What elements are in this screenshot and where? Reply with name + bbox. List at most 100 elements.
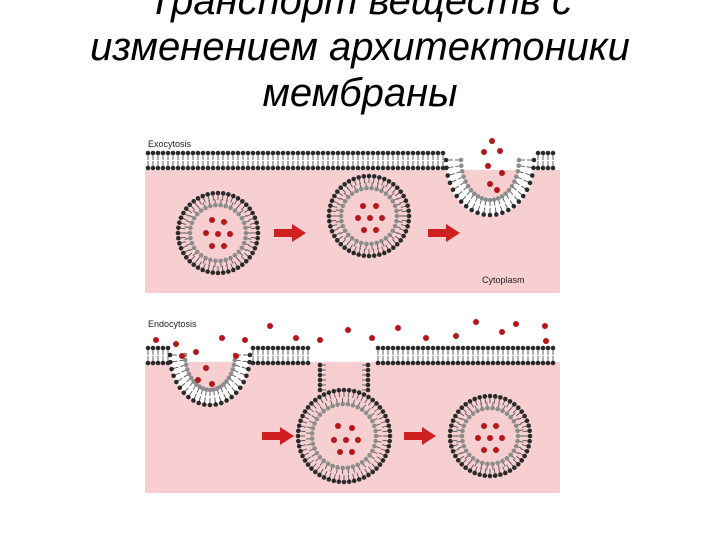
lipid-head: [390, 360, 396, 366]
lipid-head: [313, 469, 318, 475]
lipid-head: [465, 360, 471, 366]
lipid-head: [420, 150, 426, 156]
lipid-head: [475, 194, 481, 199]
lipid-head: [210, 165, 216, 171]
cargo-particle: [195, 377, 201, 383]
lipid-head: [390, 165, 396, 171]
lipid-head: [177, 220, 182, 225]
lipid-head: [515, 168, 521, 174]
lipid-head: [228, 255, 233, 261]
lipid-head: [355, 165, 361, 171]
lipid-head: [305, 462, 311, 467]
lipid-head: [145, 360, 151, 366]
lipid-head: [477, 395, 482, 400]
lipid-head: [385, 165, 391, 171]
lipid-head: [527, 180, 533, 186]
lipid-head: [195, 150, 201, 156]
lipid-head: [205, 269, 210, 274]
lipid-head: [351, 250, 356, 256]
lipid-head: [366, 394, 371, 400]
lipid-head: [160, 150, 166, 156]
lipid-head: [210, 270, 216, 275]
lipid-head: [310, 441, 316, 446]
lipid-head: [359, 460, 365, 465]
lipid-head: [150, 150, 156, 156]
cytoplasm-label: Cytoplasm: [482, 275, 525, 285]
lipid-head: [395, 360, 401, 366]
lipid-head: [315, 150, 321, 156]
lipid-head: [530, 360, 536, 366]
lipid-head: [495, 460, 500, 466]
lipid-head: [463, 418, 469, 424]
lipid-head: [485, 360, 491, 366]
cargo-particle: [317, 337, 323, 343]
cargo-particle: [153, 337, 159, 343]
lipid-head: [415, 165, 421, 171]
lipid-head: [226, 192, 231, 197]
lipid-head: [181, 250, 186, 256]
lipid-head: [364, 185, 369, 191]
cargo-particle: [481, 423, 487, 429]
lipid-head: [345, 401, 351, 407]
lipid-head: [250, 345, 256, 351]
lipid-head: [415, 360, 421, 366]
lipid-head: [180, 150, 186, 156]
lipid-head: [435, 345, 441, 351]
lipid-head: [386, 179, 392, 184]
cargo-particle: [373, 227, 379, 233]
lipid-head: [530, 345, 536, 351]
lipid-head: [435, 165, 441, 171]
lipid-head: [295, 165, 301, 171]
lipid-head: [240, 262, 245, 268]
lipid-head: [295, 360, 301, 366]
lipid-head: [155, 360, 161, 366]
lipid-head: [369, 241, 374, 247]
lipid-head: [247, 352, 253, 358]
lipid-head: [305, 405, 311, 410]
lipid-head: [160, 165, 166, 171]
lipid-head: [176, 225, 181, 231]
lipid-head: [290, 345, 296, 351]
cargo-particle: [173, 341, 179, 347]
lipid-head: [447, 433, 453, 439]
lipid-head: [390, 345, 396, 351]
lipid-head: [373, 428, 378, 434]
lipid-head: [370, 448, 375, 454]
lipid-head: [321, 392, 327, 397]
lipid-head: [250, 250, 255, 256]
exocytosis-panel: [145, 138, 560, 293]
lipid-head: [415, 345, 421, 351]
lipid-head: [335, 465, 340, 470]
title-line-3: мембраны: [262, 71, 458, 115]
lipid-head: [270, 165, 276, 171]
lipid-head: [377, 175, 382, 180]
lipid-head: [513, 423, 519, 429]
lipid-head: [472, 396, 477, 402]
lipid-head: [243, 235, 248, 241]
lipid-head: [504, 456, 510, 461]
cargo-particle: [481, 447, 487, 453]
lipid-head: [275, 150, 281, 156]
lipid-head: [340, 465, 346, 471]
lipid-head: [507, 468, 513, 473]
lipid-head: [231, 193, 236, 199]
lipid-head: [183, 362, 189, 368]
lipid-head: [445, 345, 451, 351]
lipid-head: [369, 185, 374, 191]
lipid-head: [467, 452, 472, 458]
lipid-head: [475, 345, 481, 351]
lipid-head: [332, 233, 337, 239]
lipid-head: [490, 461, 495, 467]
lipid-head: [365, 382, 371, 388]
lipid-head: [265, 165, 271, 171]
lipid-head: [255, 165, 261, 171]
lipid-head: [410, 150, 416, 156]
lipid-head: [463, 401, 468, 407]
lipid-head: [526, 444, 531, 449]
lipid-head: [340, 165, 346, 171]
lipid-head: [512, 179, 517, 184]
lipid-head: [346, 179, 352, 184]
lipid-head: [340, 401, 346, 407]
lipid-head: [345, 150, 351, 156]
lipid-head: [475, 458, 480, 464]
